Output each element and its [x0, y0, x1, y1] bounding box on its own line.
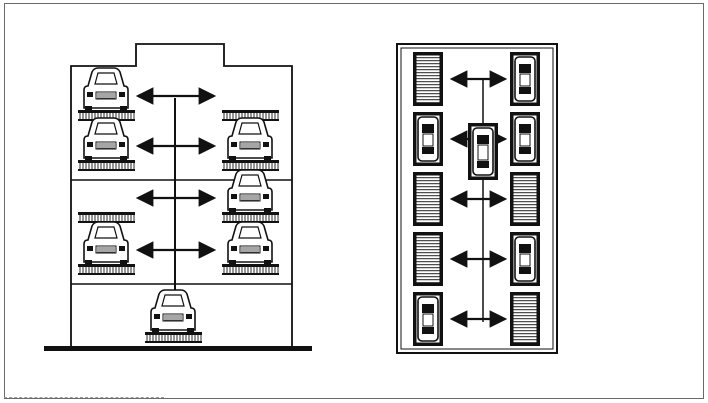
- parking-slot-empty: [413, 172, 443, 226]
- pallet-icon: [78, 264, 135, 275]
- parking-slot-empty: [413, 52, 443, 106]
- parking-slot-occupied: [413, 292, 443, 346]
- car-front-icon: [227, 169, 273, 214]
- car-front-icon: [83, 67, 129, 112]
- car-front-icon: [227, 117, 273, 162]
- pallet-icon: [222, 264, 279, 275]
- frame-edge-mark: [4, 397, 164, 400]
- building-outline: [70, 43, 293, 346]
- car-front-icon: [83, 117, 129, 162]
- parking-slot-occupied: [510, 112, 540, 166]
- parking-slot-occupied: [510, 52, 540, 106]
- shuttle-car-icon: [468, 123, 498, 180]
- car-top-icon: [514, 236, 536, 282]
- figure-frame: [4, 3, 704, 399]
- car-top-icon: [514, 116, 536, 162]
- car-top-icon: [417, 296, 439, 342]
- parking-slot-occupied: [413, 112, 443, 166]
- plan-view: [396, 43, 558, 354]
- car-top-icon: [472, 127, 494, 176]
- car-front-icon: [83, 221, 129, 266]
- parking-slot-occupied: [510, 232, 540, 286]
- plan-outline: [396, 43, 558, 354]
- pallet-icon: [145, 332, 202, 343]
- car-front-icon: [227, 221, 273, 266]
- side-elevation-view: [44, 43, 312, 351]
- pallet-icon: [78, 160, 135, 171]
- plan-inner-outline: [400, 47, 554, 350]
- car-front-icon: [150, 289, 196, 334]
- parking-slot-empty: [510, 292, 540, 346]
- car-top-icon: [514, 56, 536, 102]
- ground-line: [44, 346, 312, 351]
- parking-slot-empty: [510, 172, 540, 226]
- parking-slot-empty: [413, 232, 443, 286]
- car-top-icon: [417, 116, 439, 162]
